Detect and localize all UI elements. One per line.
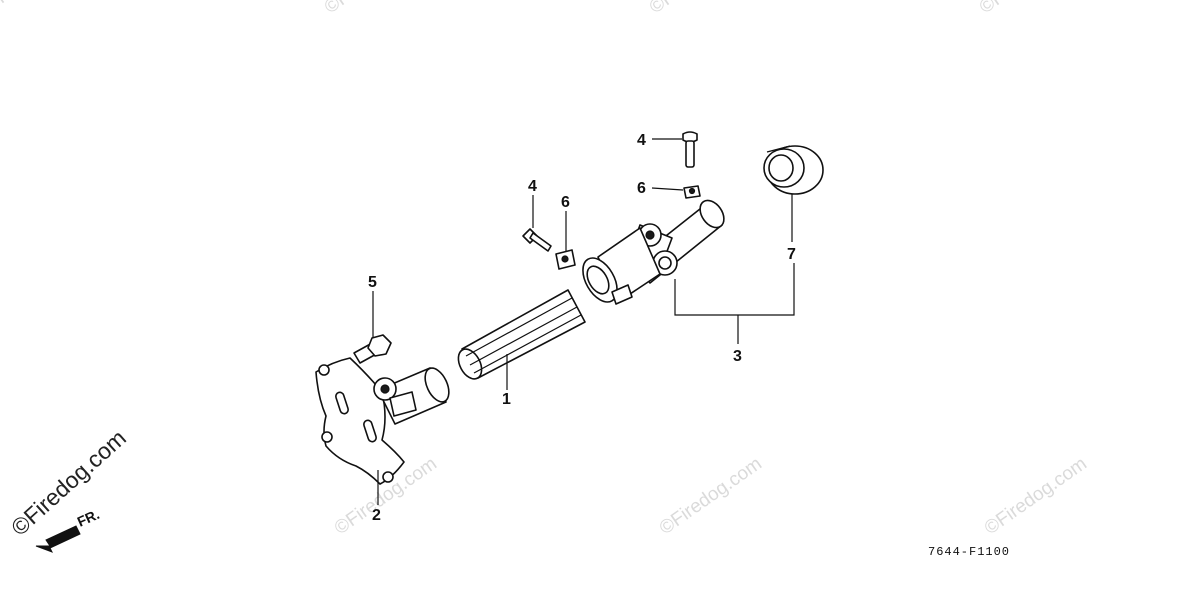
part-4-bolt-middle [522, 228, 552, 252]
callout-6-upper: 6 [637, 180, 646, 197]
callout-labels: 1 2 3 4 4 5 6 6 7 [368, 132, 796, 524]
front-label: FR. [75, 506, 102, 530]
callout-3: 3 [733, 348, 742, 365]
watermark: ©Firedog.com [656, 453, 766, 539]
watermark-layer: ©Firedog.com ©Firedog.com ©Firedog.com ©… [0, 0, 1091, 539]
callout-5: 5 [368, 274, 377, 291]
leader-6-upper [651, 187, 684, 191]
leader-lines [372, 138, 795, 505]
watermark: ©Firedog.com [646, 0, 756, 18]
brand-watermark: ©Firedog.com [6, 425, 131, 541]
callout-2: 2 [372, 507, 381, 524]
diagram-code: 7644-F1100 [928, 545, 1010, 559]
watermark: ©Firedog.com [321, 0, 431, 18]
part-6-clip-middle [555, 249, 576, 270]
part-6-clip-upper [683, 185, 701, 199]
part-3-upper-joint [582, 199, 725, 305]
watermark: ©Firedog.com [981, 453, 1091, 539]
part-7-oil-seal [763, 145, 824, 195]
front-arrow-icon [35, 522, 81, 553]
callout-6-middle: 6 [561, 194, 570, 211]
watermark: ©Firedog.com [0, 0, 91, 16]
callout-4-upper: 4 [637, 132, 646, 149]
watermark: ©Firedog.com [976, 0, 1086, 18]
callout-4-middle: 4 [528, 178, 537, 195]
part-4-bolt-upper [682, 131, 698, 168]
part-5-bolt [353, 334, 392, 364]
part-2-lower-joint-flange [315, 357, 450, 485]
part-1-splined-shaft [457, 289, 586, 380]
bracket-3 [674, 263, 795, 316]
callout-7: 7 [787, 246, 796, 263]
callout-1: 1 [502, 391, 511, 408]
